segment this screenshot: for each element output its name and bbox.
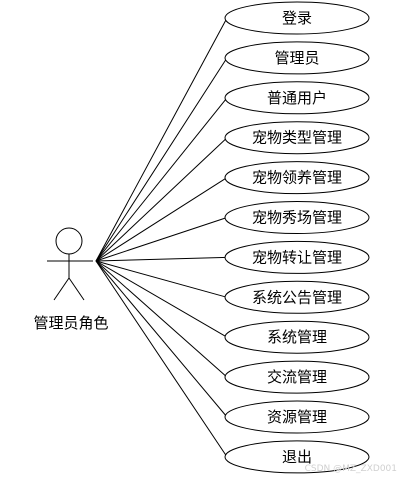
use-case: 宠物转让管理 [224, 240, 370, 274]
use-case: 宠物领养管理 [224, 161, 370, 195]
association-line [95, 256, 228, 262]
use-case-label: 登录 [282, 9, 312, 27]
actor-left-leg [53, 277, 70, 301]
use-case: 登录 [224, 1, 370, 35]
use-case-ellipse [224, 440, 370, 474]
use-case: 退出 [224, 440, 370, 474]
actor-label: 管理员角色 [33, 314, 108, 332]
use-case-ellipse [224, 121, 370, 155]
use-case: 管理员 [224, 41, 370, 75]
use-case-ellipse [224, 240, 370, 274]
association-line [95, 260, 228, 418]
use-case-ellipse [224, 320, 370, 354]
association-lines [95, 17, 228, 458]
association-line [95, 260, 228, 298]
association-line [95, 57, 228, 262]
use-case-ellipse [224, 201, 370, 234]
use-case-ellipse [224, 41, 370, 75]
actor-right-leg [68, 277, 85, 301]
actor-figure: 管理员角色 [33, 227, 109, 332]
use-case-ellipse [224, 280, 370, 314]
use-case-label: 普通用户 [267, 89, 327, 107]
use-case-ellipse [224, 161, 370, 195]
use-case-ellipse [224, 360, 370, 394]
use-case-label: 管理员 [274, 49, 319, 67]
association-line [95, 17, 228, 262]
use-case-label: 资源管理 [267, 408, 327, 426]
association-line [95, 260, 228, 458]
use-case: 系统管理 [224, 320, 370, 354]
use-case-list: 登录管理员普通用户宠物类型管理宠物领养管理宠物秀场管理宠物转让管理系统公告管理系… [224, 1, 370, 474]
use-case-label: 宠物转让管理 [252, 248, 342, 266]
use-case: 普通用户 [224, 81, 370, 115]
use-case: 资源管理 [224, 400, 370, 434]
use-case-label: 宠物秀场管理 [252, 209, 342, 227]
use-case-ellipse [224, 400, 370, 434]
use-case-label: 宠物领养管理 [252, 169, 342, 187]
use-case-label: 交流管理 [267, 368, 327, 386]
association-line [95, 97, 228, 262]
use-case: 交流管理 [224, 360, 370, 394]
use-case-ellipse [224, 1, 370, 35]
use-case: 宠物类型管理 [224, 121, 370, 155]
use-case-label: 系统公告管理 [252, 288, 342, 306]
association-line [95, 260, 228, 338]
association-line [95, 137, 228, 262]
association-line [95, 217, 228, 262]
use-case-ellipse [224, 81, 370, 115]
association-line [95, 260, 228, 378]
use-case: 系统公告管理 [224, 280, 370, 314]
watermark: CSDN @MZ_ZXD001 [304, 464, 397, 474]
use-case-label: 系统管理 [267, 328, 327, 346]
use-case-label: 退出 [282, 448, 312, 466]
actor-head [55, 227, 83, 255]
association-line [95, 177, 228, 262]
use-case-label: 宠物类型管理 [252, 129, 342, 147]
use-case: 宠物秀场管理 [224, 201, 370, 234]
